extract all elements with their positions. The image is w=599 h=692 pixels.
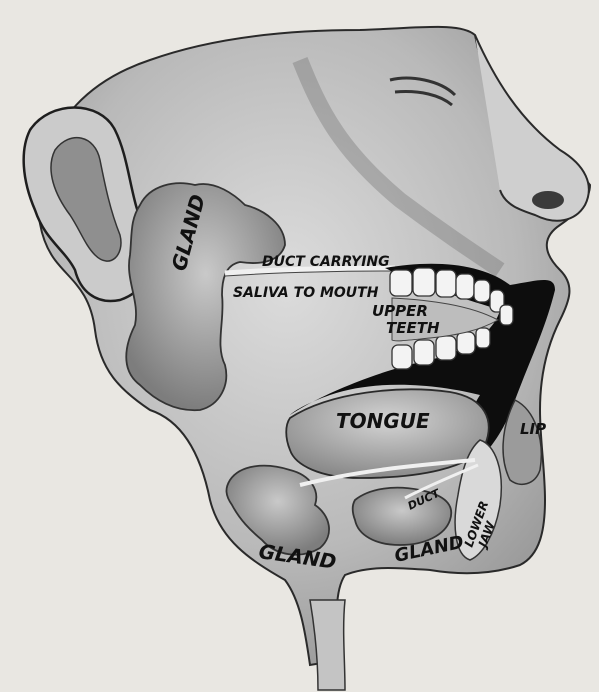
parotid-gland: [125, 182, 286, 412]
sublingual-gland: [351, 486, 453, 546]
submandibular-gland: [225, 464, 330, 556]
submandibular-duct: [299, 458, 476, 487]
label-duct-line1: DUCT CARRYING: [262, 254, 390, 270]
sublingual-duct: [404, 463, 479, 500]
palate: [391, 297, 500, 342]
label-upper-teeth-2: TEETH: [386, 319, 440, 337]
mouth-cavity: [290, 263, 555, 470]
label-tongue: TONGUE: [336, 409, 430, 433]
label-lip: LIP: [520, 420, 546, 438]
lower-lip: [502, 398, 542, 486]
cheek-crease: [292, 57, 505, 277]
ear-inner: [50, 136, 122, 262]
label-upper-teeth-1: UPPER: [372, 302, 428, 320]
eye-icon: [389, 76, 457, 107]
nose-shape: [474, 34, 590, 222]
nostril: [532, 191, 564, 209]
label-duct-line2: SALIVA TO MOUTH: [233, 285, 379, 301]
parotid-duct: [224, 265, 396, 276]
neck-shape: [309, 599, 346, 691]
upper-teeth: [389, 267, 514, 370]
